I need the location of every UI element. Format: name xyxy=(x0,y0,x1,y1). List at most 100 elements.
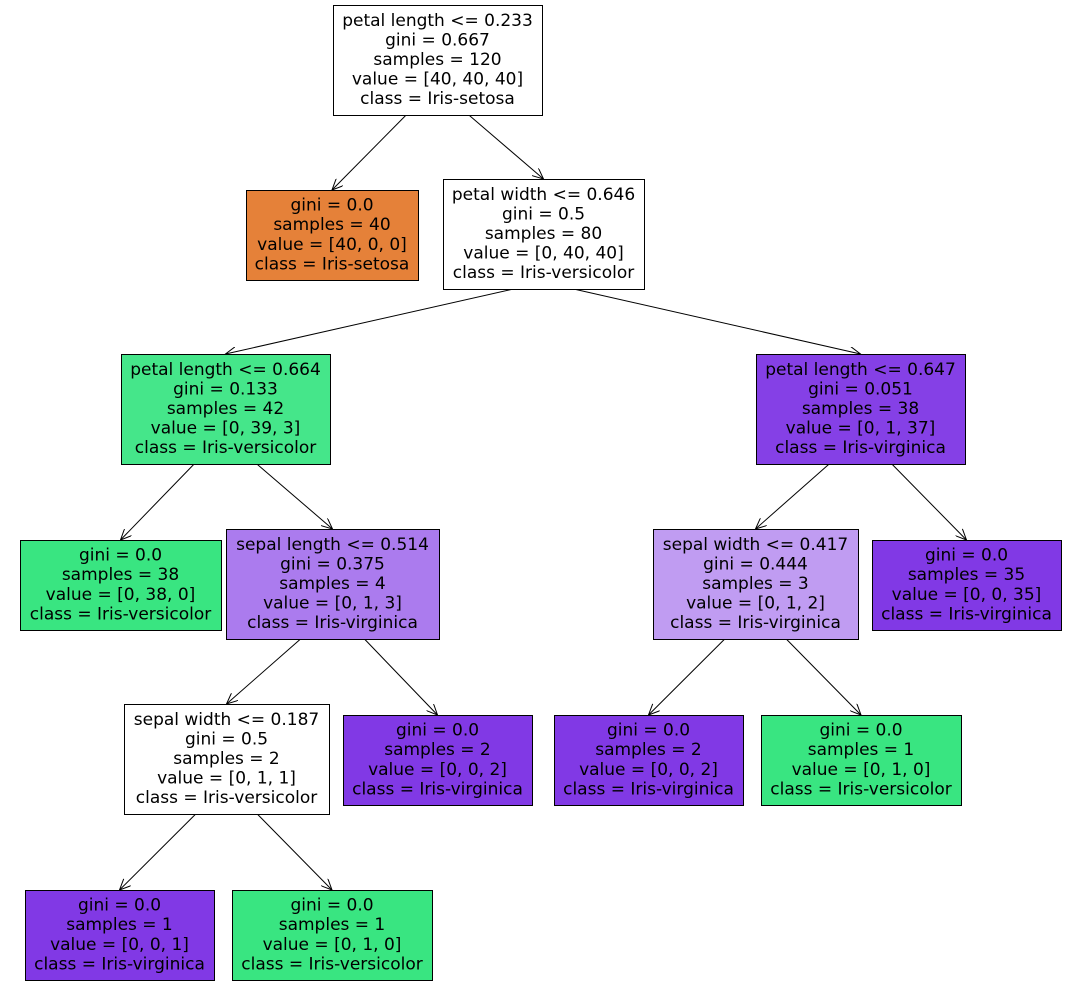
node-line: gini = 0.0 xyxy=(607,721,690,741)
node-line: value = [0, 0, 2] xyxy=(368,760,507,780)
node-line: value = [40, 0, 0] xyxy=(257,235,407,255)
node-line: value = [0, 1, 3] xyxy=(263,594,402,614)
node-line: samples = 35 xyxy=(908,565,1025,585)
node-line: value = [40, 40, 40] xyxy=(352,70,523,90)
node-line: class = Iris-virginica xyxy=(352,779,523,799)
node-box xyxy=(121,354,331,465)
node-line: sepal length <= 0.514 xyxy=(236,535,429,555)
node-line: gini = 0.444 xyxy=(703,554,808,574)
node-box xyxy=(761,715,962,806)
node-line: petal length <= 0.647 xyxy=(765,360,956,380)
tree-edges xyxy=(120,114,967,890)
node-line: samples = 1 xyxy=(279,915,386,935)
node-line: value = [0, 1, 37] xyxy=(786,419,936,439)
node-line: gini = 0.5 xyxy=(502,204,585,224)
node-line: value = [0, 0, 35] xyxy=(892,585,1042,605)
node-line: value = [0, 1, 1] xyxy=(157,769,296,789)
edge-n2-n3 xyxy=(226,288,514,354)
edge-n6-n10 xyxy=(364,638,437,715)
node-line: value = [0, 39, 3] xyxy=(151,419,301,439)
node-box xyxy=(20,540,222,631)
node-box xyxy=(333,5,543,116)
node-line: class = Iris-setosa xyxy=(360,89,515,109)
node-line: gini = 0.0 xyxy=(819,721,902,741)
node-line: class = Iris-versicolor xyxy=(30,604,211,624)
node-line: class = Iris-versicolor xyxy=(136,788,317,808)
node-line: value = [0, 1, 2] xyxy=(686,594,825,614)
node-line: petal length <= 0.664 xyxy=(130,360,321,380)
node-box xyxy=(443,179,645,290)
node-line: samples = 38 xyxy=(802,399,919,419)
node-line: samples = 40 xyxy=(273,215,390,235)
node-line: value = [0, 38, 0] xyxy=(46,585,196,605)
node-line: value = [0, 1, 0] xyxy=(792,760,931,780)
node-line: gini = 0.0 xyxy=(79,546,162,566)
edge-n4-n8 xyxy=(891,463,967,540)
node-box xyxy=(25,890,215,981)
node-line: gini = 0.375 xyxy=(280,554,385,574)
edge-n3-n6 xyxy=(256,463,333,529)
node-line: samples = 80 xyxy=(485,224,602,244)
node-line: gini = 0.0 xyxy=(396,721,479,741)
node-box xyxy=(232,890,433,981)
node-line: gini = 0.667 xyxy=(385,30,490,50)
node-line: gini = 0.0 xyxy=(290,196,373,216)
node-line: sepal width <= 0.417 xyxy=(663,535,848,555)
node-line: gini = 0.5 xyxy=(185,729,268,749)
node-line: class = Iris-versicolor xyxy=(770,779,951,799)
node-line: class = Iris-virginica xyxy=(563,779,734,799)
edge-n2-n4 xyxy=(573,288,861,354)
node-line: petal length <= 0.233 xyxy=(342,11,533,31)
node-line: class = Iris-setosa xyxy=(255,254,410,274)
node-box xyxy=(653,529,859,640)
edge-n4-n7 xyxy=(756,463,830,529)
edge-n9-n14 xyxy=(256,813,332,890)
node-box xyxy=(226,529,440,640)
node-line: class = Iris-virginica xyxy=(775,438,946,458)
node-box xyxy=(246,190,419,281)
node-line: samples = 1 xyxy=(808,740,915,760)
node-line: samples = 38 xyxy=(62,565,179,585)
edge-n7-n11 xyxy=(649,638,726,715)
node-line: samples = 3 xyxy=(702,574,809,594)
node-line: class = Iris-versicolor xyxy=(453,263,634,283)
node-line: value = [0, 0, 2] xyxy=(579,760,718,780)
edge-n6-n9 xyxy=(227,638,301,704)
node-line: class = Iris-virginica xyxy=(247,613,418,633)
node-box xyxy=(554,715,744,806)
node-line: gini = 0.0 xyxy=(290,896,373,916)
node-box xyxy=(756,354,966,465)
node-line: class = Iris-virginica xyxy=(670,613,841,633)
node-line: samples = 2 xyxy=(173,749,280,769)
node-line: samples = 42 xyxy=(167,399,284,419)
node-box xyxy=(124,704,330,815)
node-line: class = Iris-versicolor xyxy=(241,954,422,974)
node-line: samples = 2 xyxy=(384,740,491,760)
node-box xyxy=(343,715,533,806)
edge-n9-n13 xyxy=(120,813,197,890)
node-line: samples = 2 xyxy=(595,740,702,760)
edge-n7-n12 xyxy=(785,638,861,715)
node-line: class = Iris-versicolor xyxy=(135,438,316,458)
edge-n0-n2 xyxy=(468,114,544,179)
node-line: class = Iris-virginica xyxy=(34,954,205,974)
node-line: value = [0, 1, 0] xyxy=(263,935,402,955)
edge-n0-n1 xyxy=(332,114,407,190)
node-line: gini = 0.051 xyxy=(808,379,913,399)
node-line: gini = 0.0 xyxy=(78,896,161,916)
node-line: gini = 0.133 xyxy=(173,379,278,399)
